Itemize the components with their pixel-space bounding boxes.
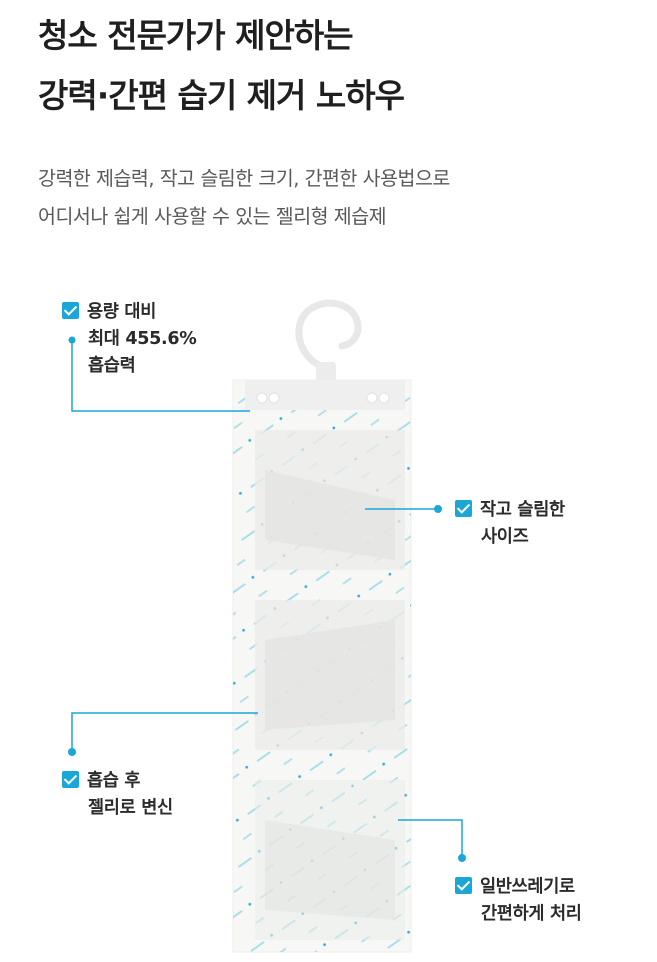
leader-line-disposal — [398, 819, 463, 858]
leader-dot-jelly — [68, 748, 76, 756]
checkbox-check-icon — [455, 500, 472, 517]
feature-disposal-line-1: 일반쓰레기로 — [480, 877, 575, 897]
feature-slim-line-1: 작고 슬림한 — [480, 500, 565, 520]
description: 강력한 제습력, 작고 슬림한 크기, 간편한 사용법으로 어디서나 쉽게 사용… — [38, 160, 450, 236]
dehumidifier-packet — [232, 379, 412, 953]
title-line-2: 강력·간편 습기 제거 노하우 — [38, 76, 405, 115]
feature-absorption-line-3: 흡습력 — [88, 356, 136, 376]
feature-slim-line-2: 사이즈 — [481, 527, 529, 547]
page-title: 청소 전문가가 제안하는 강력·간편 습기 제거 노하우 — [38, 6, 405, 126]
checkbox-check-icon — [455, 877, 472, 894]
feature-jelly: 흡습 후 젤리로 변신 — [62, 768, 173, 822]
feature-jelly-line-1: 흡습 후 — [87, 771, 141, 791]
feature-jelly-line-2: 젤리로 변신 — [88, 798, 173, 818]
feature-disposal-line-2: 간편하게 처리 — [481, 904, 582, 924]
description-line-1: 강력한 제습력, 작고 슬림한 크기, 간편한 사용법으로 — [38, 167, 450, 190]
hanger-hook-icon — [295, 299, 362, 387]
feature-disposal: 일반쓰레기로 간편하게 처리 — [455, 874, 582, 928]
leader-dot-slim — [434, 505, 442, 513]
feature-absorption-line-2: 최대 455.6% — [88, 329, 197, 349]
description-line-2: 어디서나 쉽게 사용할 수 있는 젤리형 제습제 — [38, 205, 387, 228]
checkbox-check-icon — [62, 302, 79, 319]
feature-absorption-line-1: 용량 대비 — [87, 302, 156, 322]
checkbox-check-icon — [62, 771, 79, 788]
leader-line-absorption — [71, 340, 250, 412]
leader-dot-absorption — [68, 336, 76, 344]
title-line-1: 청소 전문가가 제안하는 — [38, 16, 354, 55]
leader-dot-disposal — [458, 854, 466, 862]
feature-absorption: 용량 대비 최대 455.6% 흡습력 — [62, 299, 197, 380]
leader-line-jelly — [71, 712, 258, 752]
feature-slim-size: 작고 슬림한 사이즈 — [455, 497, 565, 551]
